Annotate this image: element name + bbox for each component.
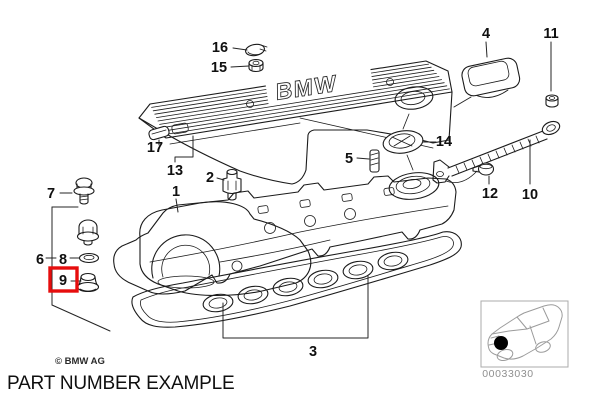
part-label-1[interactable]: 1 [172,184,180,200]
part-label-14[interactable]: 14 [436,134,452,150]
part-label-17[interactable]: 17 [147,140,163,156]
vehicle-thumbnail: 00033030 [480,300,569,380]
bolt-12-icon [472,162,495,176]
clip-17-icon [148,125,170,141]
part-location-dot [494,336,508,350]
part-label-15[interactable]: 15 [211,60,227,76]
washer-icon [78,252,100,264]
valve-cover-drawing [113,172,457,297]
grommet-2-icon [222,168,242,201]
leader-lines [45,41,552,339]
gasket-plug-holes [202,251,409,313]
cover-roundel-left [246,100,254,108]
copyright-text: © BMW AG [55,356,105,367]
part-label-7[interactable]: 7 [47,186,55,202]
part-label-2[interactable]: 2 [206,170,214,186]
part-label-12[interactable]: 12 [482,186,498,202]
part-labels: 1 2 3 4 5 6 7 8 9 10 11 12 13 14 15 16 1… [36,26,559,360]
part-label-3[interactable]: 3 [309,344,317,360]
gasket-drawing [131,231,462,328]
clip-16-icon [245,43,268,57]
stud-5-icon [369,149,380,173]
guide-rod-drawing [432,120,561,184]
seal-ring-icon [382,113,424,171]
cover-roundel-right [386,78,394,86]
cap-nut-icon [76,219,100,246]
diagram-number: 00033030 [482,368,534,380]
part-label-13[interactable]: 13 [167,163,183,179]
part-label-5[interactable]: 5 [345,151,353,167]
part-label-11[interactable]: 11 [543,26,558,42]
part-label-9[interactable]: 9 [59,273,67,289]
bolt-7-icon [73,177,95,205]
part-label-8[interactable]: 8 [59,252,67,268]
highlight-box [48,266,79,293]
dome-grommet-icon [76,272,100,293]
page-caption: PART NUMBER EXAMPLE [7,373,235,394]
part-label-4[interactable]: 4 [482,26,490,42]
part-label-10[interactable]: 10 [522,187,538,203]
part-label-16[interactable]: 16 [212,40,228,56]
nut-15-icon [248,58,264,73]
nut-11-icon [545,94,559,108]
oil-cap-drawing [461,57,521,98]
part-label-6[interactable]: 6 [36,252,44,268]
engine-cover-drawing: BMW [138,60,453,185]
